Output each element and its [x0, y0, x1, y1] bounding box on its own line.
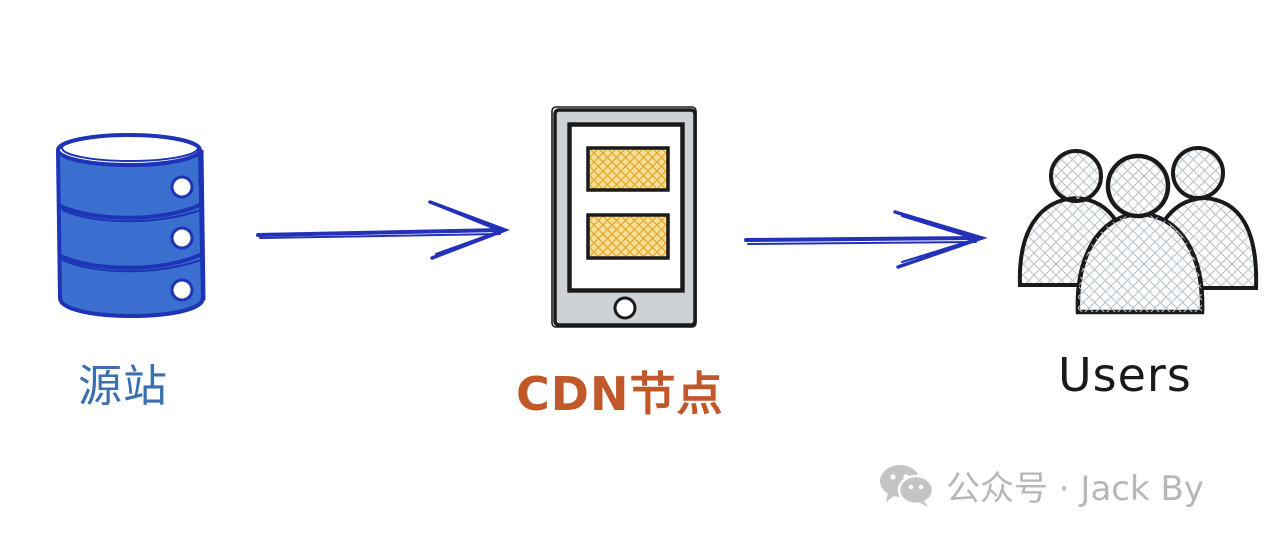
- database-server-icon: [55, 133, 206, 318]
- origin-server-label: 源站: [78, 361, 168, 412]
- arrow-cdn-to-users: [744, 210, 988, 269]
- users-label: Users: [1058, 348, 1192, 402]
- cdn-node-label: CDN节点: [516, 367, 724, 421]
- wechat-icon: [880, 465, 935, 507]
- watermark-text: 公众号 · Jack By: [946, 468, 1204, 509]
- watermark: 公众号 · Jack By: [878, 462, 1204, 509]
- users-group-icon: [1017, 146, 1259, 315]
- arrow-origin-to-cdn: [256, 200, 510, 260]
- tablet-device-icon: [551, 106, 697, 328]
